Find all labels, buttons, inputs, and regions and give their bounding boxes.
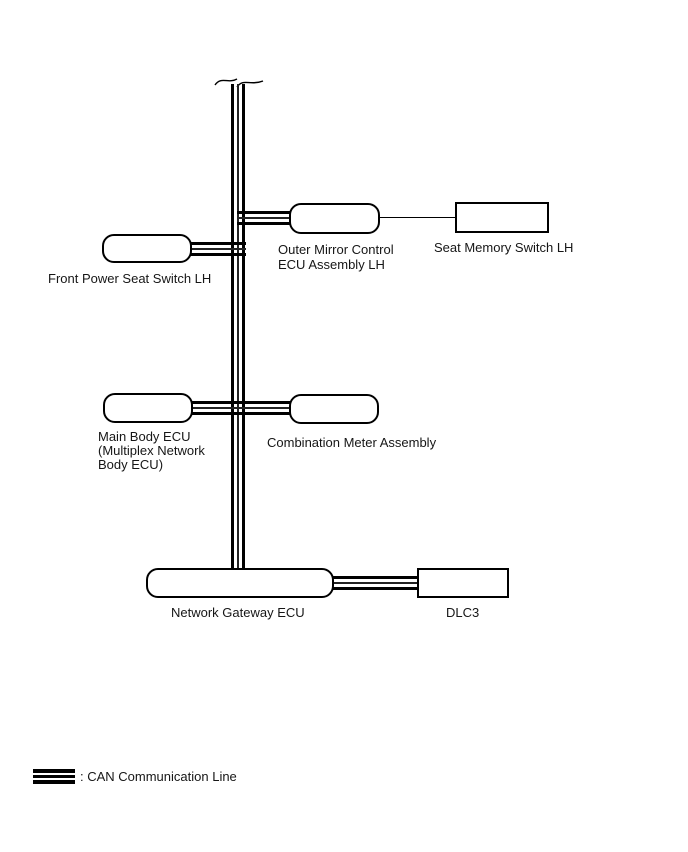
- can-branch-front-power-seat: [190, 242, 246, 256]
- node-seat-memory-switch: [455, 202, 549, 233]
- label-combination-meter: Combination Meter Assembly: [267, 435, 437, 450]
- legend-can-line-icon: [33, 769, 75, 784]
- legend-label: : CAN Communication Line: [80, 769, 237, 784]
- node-outer-mirror-control-ecu: [289, 203, 380, 234]
- node-network-gateway-ecu: [146, 568, 334, 598]
- can-bus-vertical: [231, 84, 245, 570]
- can-branch-outer-mirror: [237, 211, 292, 225]
- label-main-body-ecu: Main Body ECU (Multiplex Network Body EC…: [98, 429, 205, 472]
- can-branch-gateway-dlc3: [332, 576, 419, 590]
- node-dlc3: [417, 568, 509, 598]
- label-front-power-seat-switch: Front Power Seat Switch LH: [48, 271, 212, 286]
- label-seat-memory-switch: Seat Memory Switch LH: [434, 240, 574, 255]
- label-outer-mirror-control-ecu: Outer Mirror Control ECU Assembly LH: [278, 242, 394, 272]
- label-dlc3: DLC3: [446, 605, 480, 620]
- node-main-body-ecu: [103, 393, 193, 423]
- can-branch-main-body-combination-meter: [191, 401, 292, 415]
- node-combination-meter: [289, 394, 379, 424]
- node-front-power-seat-switch: [102, 234, 192, 263]
- wire-outer-mirror-to-seat-memory: [377, 217, 457, 218]
- label-network-gateway-ecu: Network Gateway ECU: [171, 605, 305, 620]
